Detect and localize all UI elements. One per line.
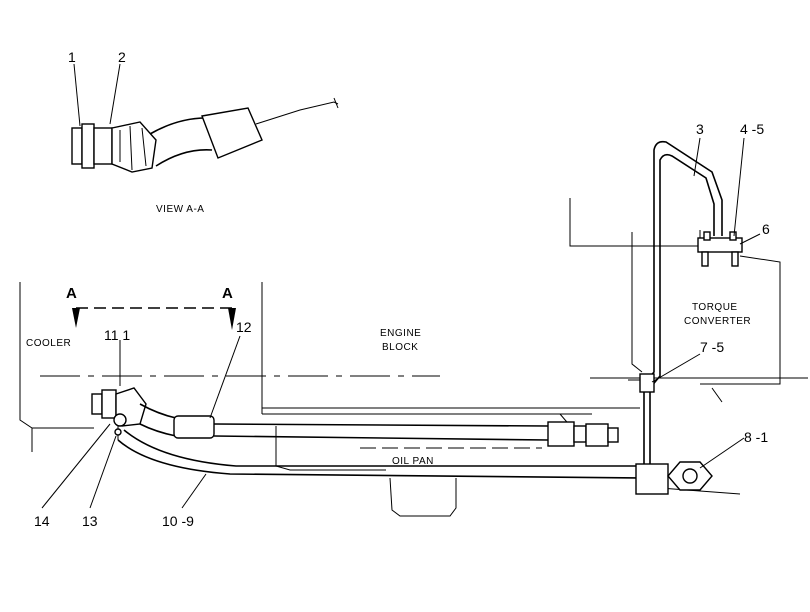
tube-upper: [213, 423, 549, 427]
elbow-fitting: [111, 121, 157, 173]
callout-10-9: 10 -9: [162, 513, 194, 529]
section-marks: A A: [66, 285, 236, 330]
callout-2: 2: [118, 49, 126, 65]
torque-converter-label-1: TORQUE: [692, 302, 738, 313]
hose-lines: [117, 140, 743, 495]
callout-1-view: 1: [68, 49, 76, 65]
callout-7-5: 7 -5: [700, 339, 724, 355]
cooler-outline: [19, 282, 94, 429]
mid-fitting-nut: [585, 423, 609, 447]
engine-block-outline: [261, 282, 592, 415]
callout-13: 13: [82, 513, 98, 529]
fitting-body: [93, 127, 113, 165]
structure-outlines: [19, 198, 808, 517]
hose-sleeve-12: [173, 415, 215, 439]
callout-12: 12: [236, 319, 252, 335]
torque-converter-outline: [569, 198, 640, 247]
cooler-fitting-nut: [101, 389, 117, 419]
hose-sleeve: [201, 107, 263, 159]
engine-block-label-1: ENGINE: [380, 328, 421, 339]
cooler-fitting-face: [91, 393, 103, 415]
oil-pan-outline: [275, 426, 386, 471]
mid-fitting: [547, 421, 575, 447]
callout-3: 3: [696, 121, 704, 137]
callout-6: 6: [762, 221, 770, 237]
callout-4-5: 4 -5: [740, 121, 764, 137]
callout-11-1: 11 1: [104, 327, 130, 343]
cooler-label: COOLER: [26, 338, 71, 349]
torque-converter-label-2: CONVERTER: [684, 316, 751, 327]
clamp-7: [639, 373, 655, 393]
section-mark-right: A: [222, 285, 233, 302]
fitting-face: [71, 127, 83, 165]
callout-14: 14: [34, 513, 50, 529]
hose-lower: [117, 439, 641, 479]
flange-6: [697, 237, 743, 253]
section-mark-left: A: [66, 285, 77, 302]
lower-elbow: [635, 463, 669, 495]
callout-8-1: 8 -1: [744, 429, 768, 445]
view-title: VIEW A-A: [156, 204, 204, 215]
fitting-nut: [81, 123, 95, 169]
clamp: [113, 413, 127, 427]
cooler-fitting-assembly: [91, 387, 147, 440]
engine-block-label-2: BLOCK: [382, 342, 418, 353]
view-a-a-detail: 1 2 VIEW A-A: [68, 49, 339, 215]
tube-3: [643, 140, 723, 464]
callout-leaders: [41, 137, 761, 509]
oil-pan-label: OIL PAN: [392, 456, 434, 467]
